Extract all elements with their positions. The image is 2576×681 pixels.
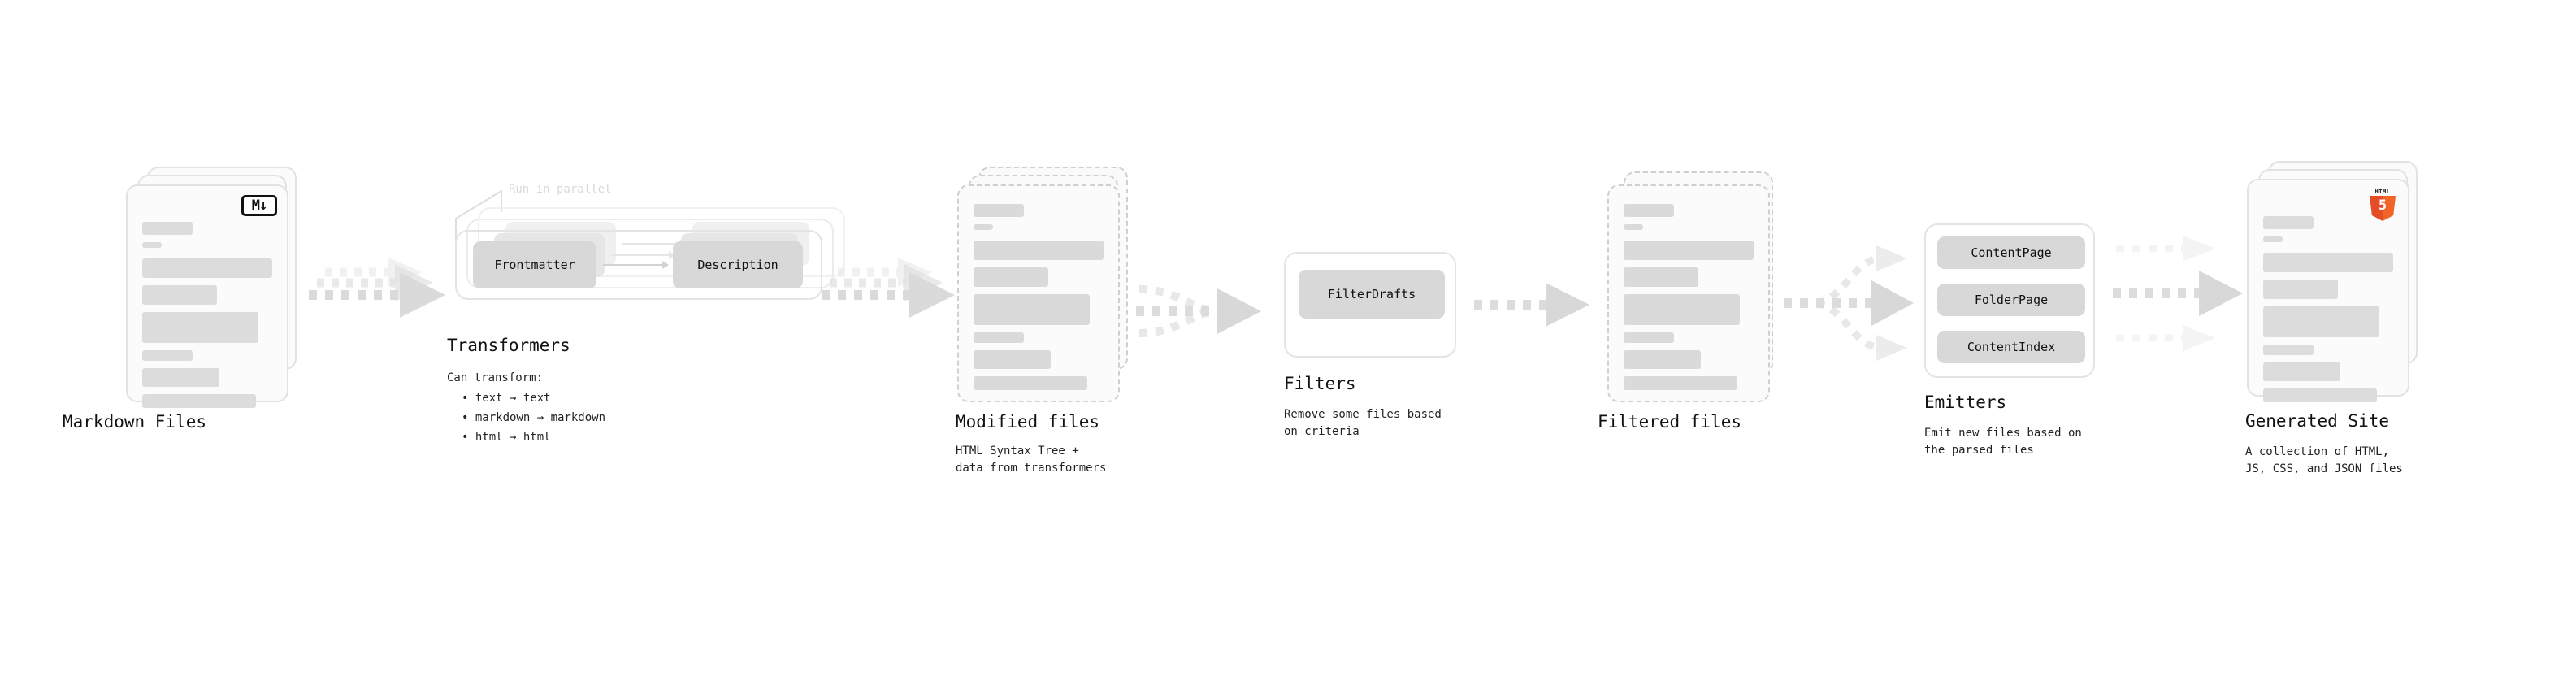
doc-content-lines (142, 222, 274, 415)
generated-doc-html: HTML 5 (2247, 179, 2409, 402)
stage-subtitle-generated-site: A collection of HTML, JS, CSS, and JSON … (2245, 445, 2403, 475)
filtered-file-stack (1607, 167, 1778, 402)
html5-icon-number: 5 (2378, 197, 2387, 214)
filtered-doc-front (1607, 184, 1770, 402)
transformers-bullet-2: • html → html (462, 431, 551, 444)
html5-icon-word: HTML (2374, 189, 2391, 195)
emitter-node-contentpage[interactable]: ContentPage (1937, 236, 2085, 269)
markdown-file-stack: M↓ M↓ M↓ (126, 167, 297, 408)
arrow-emitters-to-site (2113, 236, 2243, 351)
doc-content-lines (1624, 204, 1755, 397)
filter-node-filterdrafts[interactable]: FilterDrafts (1299, 270, 1445, 319)
stage-generated-site: CSS HTML 5 (2245, 161, 2418, 475)
emitter-node-label: ContentIndex (1967, 340, 2056, 354)
filters-box: FilterDrafts (1284, 252, 1456, 358)
stage-subtitle-transformers: Can transform: (447, 371, 544, 384)
stage-title-markdown-files: Markdown Files (63, 412, 207, 432)
stage-filtered-files: Filtered files (1598, 167, 1778, 432)
transformer-node-description[interactable]: Description (673, 241, 803, 288)
stage-title-filtered-files: Filtered files (1598, 412, 1742, 432)
html5-icon: HTML 5 (2369, 189, 2396, 221)
stage-subtitle-modified-files: HTML Syntax Tree + data from transformer… (956, 445, 1107, 475)
transformer-inner-arrow (603, 261, 669, 269)
emitter-node-label: ContentPage (1971, 245, 2052, 260)
transformer-node-label: Frontmatter (494, 258, 575, 272)
emitter-node-label: FolderPage (1974, 293, 2049, 307)
arrow-filtered-to-emitters (1784, 245, 1914, 361)
filter-node-label: FilterDrafts (1327, 287, 1416, 301)
modified-file-stack (957, 167, 1128, 402)
transformers-bullet-1: • markdown → markdown (462, 411, 606, 424)
parallel-bracket (455, 189, 502, 245)
stage-transformers: Run in parallel Frontmatter Description … (447, 183, 847, 444)
transformer-node-frontmatter[interactable]: Frontmatter (473, 241, 596, 288)
stage-modified-files: Modified files HTML Syntax Tree + data f… (956, 167, 1128, 475)
stage-title-generated-site: Generated Site (2245, 411, 2390, 431)
stage-markdown-files: M↓ M↓ M↓ Markdown Files (63, 167, 297, 432)
emitter-node-contentindex[interactable]: ContentIndex (1937, 331, 2085, 363)
emitter-node-folderpage[interactable]: FolderPage (1937, 284, 2085, 316)
stage-subtitle-filters: Remove some files based on criteria (1284, 408, 1442, 438)
emitters-box: ContentPage FolderPage ContentIndex (1924, 223, 2095, 378)
generated-site-stack: CSS HTML 5 (2247, 161, 2418, 402)
transformer-inner-arrow (611, 251, 675, 259)
parallel-annotation: Run in parallel (509, 183, 612, 196)
stage-title-modified-files: Modified files (956, 412, 1100, 432)
arrow-filters-to-filtered (1474, 283, 1589, 327)
doc-content-lines (2263, 216, 2395, 410)
transformer-layer-front: Frontmatter Description (455, 230, 822, 300)
modified-doc-front (957, 184, 1120, 402)
arrow-transformers-to-modified (822, 258, 955, 318)
transformer-node-label: Description (697, 258, 778, 272)
stage-subtitle-emitters: Emit new files based on the parsed files (1924, 427, 2082, 457)
markdown-doc-front: M↓ (126, 184, 288, 408)
stage-title-filters: Filters (1284, 374, 1356, 393)
arrow-markdown-to-transformers (309, 258, 445, 318)
arrow-modified-to-filters (1136, 285, 1261, 337)
doc-content-lines (974, 204, 1105, 397)
markdown-icon: M↓ (241, 195, 277, 216)
stage-title-emitters: Emitters (1924, 393, 2007, 412)
markdown-icon-label: M↓ (241, 195, 277, 216)
transformers-bullet-0: • text → text (462, 392, 551, 405)
stage-title-transformers: Transformers (447, 336, 570, 355)
